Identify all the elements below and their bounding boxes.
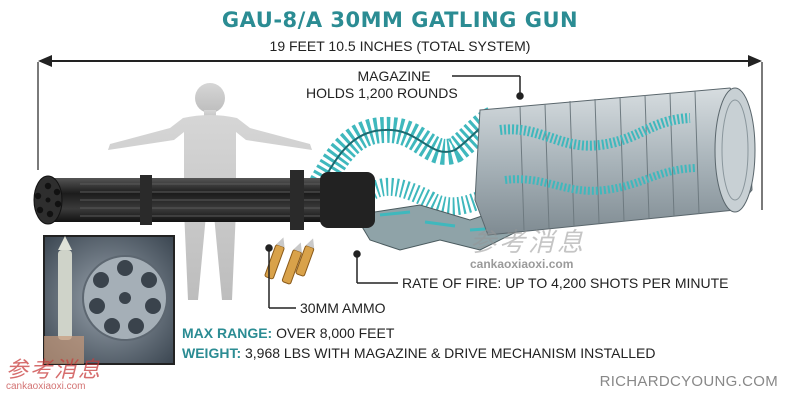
inset-photo-muzzle	[43, 235, 175, 365]
weight-value: 3,968 LBS WITH MAGAZINE & DRIVE MECHANIS…	[245, 345, 656, 361]
rate-of-fire-callout: RATE OF FIRE: UP TO 4,200 SHOTS PER MINU…	[402, 275, 729, 291]
credit-text: RICHARDCYOUNG.COM	[599, 373, 778, 390]
weight-spec: WEIGHT: 3,968 LBS WITH MAGAZINE & DRIVE …	[182, 345, 656, 361]
page-title: GAU-8/A 30MM GATLING GUN	[221, 8, 579, 32]
watermark-corner-glyphs: 参考消息	[6, 358, 103, 383]
watermark-corner-url: cankaoxiaoxi.com	[6, 381, 86, 392]
callout-leaders	[265, 75, 524, 309]
length-dimension-arrow	[37, 55, 763, 210]
max-range-value: OVER 8,000 FEET	[276, 325, 395, 341]
watermark-center: 参考消息 cankaoxiaoxi.com	[470, 222, 610, 271]
weight-key: WEIGHT:	[182, 345, 242, 361]
magazine-callout-capacity: HOLDS 1,200 ROUNDS	[306, 85, 458, 101]
barrel-assembly	[33, 170, 375, 230]
total-length-label: 19 FEET 10.5 INCHES (TOTAL SYSTEM)	[269, 38, 531, 54]
magazine-drum	[474, 87, 756, 236]
watermark-center-glyphs: 参考消息	[470, 228, 587, 258]
ammo-feed-chute	[298, 106, 502, 216]
max-range-key: MAX RANGE:	[182, 325, 273, 341]
ammo-callout: 30MM AMMO	[300, 300, 386, 316]
max-range-spec: MAX RANGE: OVER 8,000 FEET	[182, 325, 394, 341]
magazine-callout-title: MAGAZINE	[357, 68, 431, 84]
ammo-rounds	[264, 237, 315, 285]
watermark-corner: 参考消息 cankaoxiaoxi.com	[6, 352, 102, 392]
watermark-center-url: cankaoxiaoxi.com	[470, 257, 574, 271]
magazine-callout: MAGAZINE HOLDS 1,200 ROUNDS	[306, 68, 458, 102]
drive-mechanism	[354, 204, 521, 251]
